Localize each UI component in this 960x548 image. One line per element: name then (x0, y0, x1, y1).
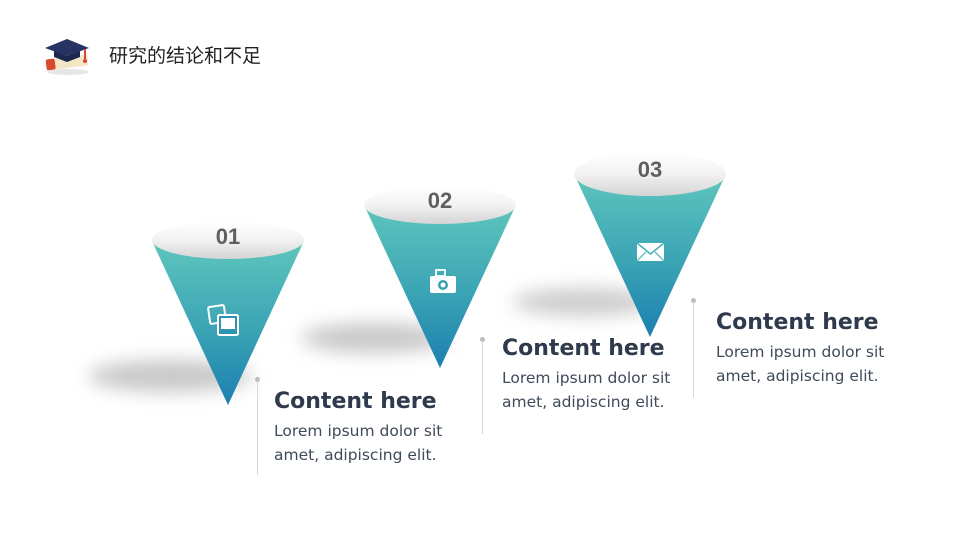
camera-icon (430, 269, 456, 293)
content-body: Lorem ipsum dolor sit amet, adipiscing e… (274, 422, 443, 464)
content-block: Content here Lorem ipsum dolor sit amet,… (274, 388, 474, 467)
content-block: Content here Lorem ipsum dolor sit amet,… (502, 335, 702, 414)
content-body: Lorem ipsum dolor sit amet, adipiscing e… (502, 369, 671, 411)
connector-dot (691, 298, 696, 303)
content-block: Content here Lorem ipsum dolor sit amet,… (716, 309, 916, 388)
item-number: 01 (215, 224, 241, 249)
connector-line (480, 337, 485, 434)
connector-dot (480, 337, 485, 342)
photos-icon (207, 304, 239, 336)
cone-02 (364, 186, 516, 368)
slide-title: 研究的结论和不足 (109, 45, 262, 67)
envelope-icon (636, 242, 665, 262)
connector-line (255, 377, 260, 475)
cone-03 (574, 152, 726, 337)
connector-line (691, 298, 696, 398)
content-heading: Content here (716, 310, 879, 335)
content-heading: Content here (502, 336, 665, 361)
item-number: 03 (637, 157, 663, 182)
connector-dot (255, 377, 260, 382)
item-number: 02 (427, 188, 453, 213)
content-body: Lorem ipsum dolor sit amet, adipiscing e… (716, 343, 885, 385)
graduation-cap-icon (45, 39, 89, 75)
content-heading: Content here (274, 389, 437, 414)
cone-01 (152, 221, 304, 405)
